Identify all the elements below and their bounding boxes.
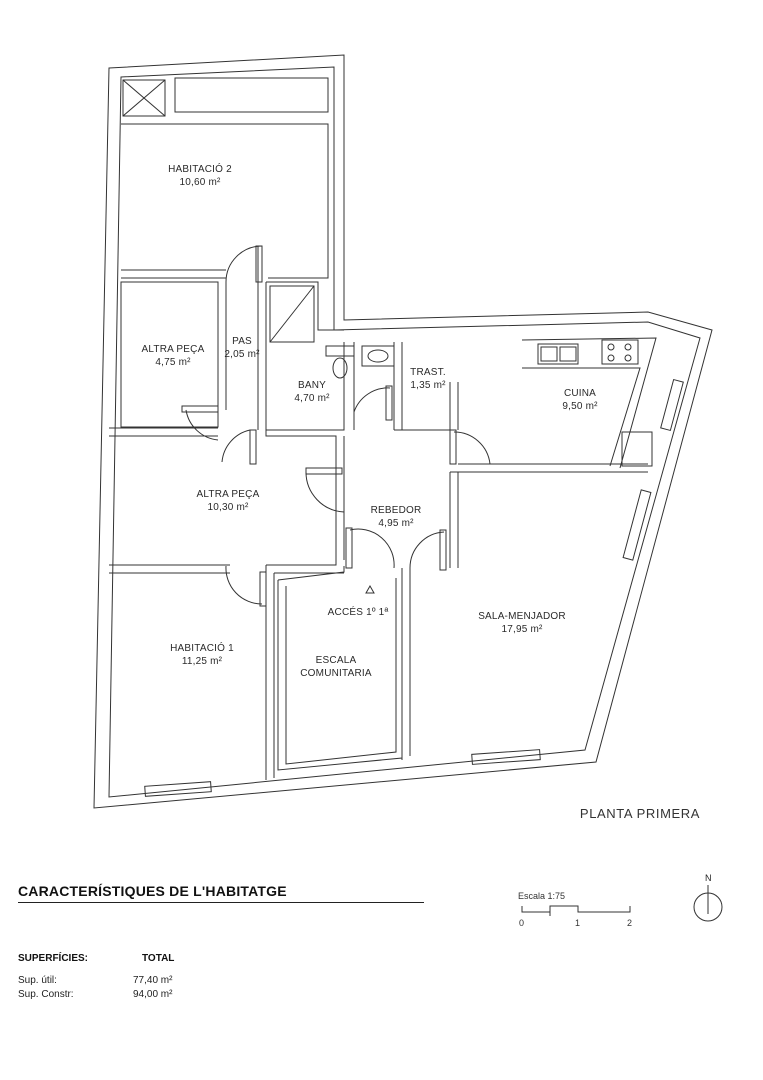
room-area: 4,75 m² [155,357,191,368]
door-rebedor-left [305,471,345,513]
room-label-altra-peca-large: ALTRA PEÇA 10,30 m² [178,488,278,514]
scale-tick-2: 2 [627,918,633,928]
door-hab1 [225,565,263,605]
room-area: 4,95 m² [378,518,414,529]
room-label-sala-menjador: SALA-MENJADOR 17,95 m² [462,610,582,636]
sup-constr-label: Sup. Constr: [18,989,74,1000]
north-arrow-icon [693,885,723,922]
room-name: ESCALA [315,655,357,666]
scale-label: Escala 1:75 [518,891,566,901]
room-name: BANY [297,380,327,391]
room-name: HABITACIÓ 2 [168,164,232,175]
kitchen-counter [521,337,657,469]
door-bany [353,387,391,413]
info-divider [18,902,424,903]
room-name: ALTRA PEÇA [196,489,260,500]
room-label-altra-peca-small: ALTRA PEÇA 4,75 m² [123,343,223,369]
scale-bar [521,905,631,916]
sup-util-label: Sup. útil: [18,975,57,986]
sup-util-value: 77,40 m² [133,975,173,986]
room-name: PAS [232,336,252,347]
cooktop [601,339,639,365]
room-area: 9,50 m² [562,401,598,412]
room-area: COMUNITARIA [300,668,372,679]
door-trast [453,431,491,465]
toilet [332,357,348,379]
scale-tick-1: 1 [575,918,581,928]
superficies-heading: SUPERFÍCIES: [18,953,89,964]
door-pas-top [225,245,263,283]
room-area: 11,25 m² [181,656,223,667]
room-label-trast: TRAST. 1,35 m² [400,366,456,392]
outer-wall-outer [93,54,713,809]
outer-wall-inner [108,66,701,798]
room-label-rebedor: REBEDOR 4,95 m² [356,504,436,530]
wall-hab2 [121,123,329,279]
room-name: TRAST. [410,367,446,378]
room-name: ACCÉS 1º 1ª [327,607,389,618]
room-label-habitacio-1: HABITACIÓ 1 11,25 m² [142,642,262,668]
window-bottom-1 [144,781,212,797]
room-altra-peca-small [120,281,219,428]
room-name: CUINA [563,388,597,399]
shower [269,285,315,343]
north-label: N [705,873,712,883]
room-area: 10,60 m² [179,177,221,188]
escala-box [277,566,345,581]
total-heading: TOTAL [142,953,175,964]
sup-constr-value: 94,00 m² [133,989,173,1000]
room-label-bany: BANY 4,70 m² [282,379,342,405]
info-title: CARACTERÍSTIQUES DE L'HABITATGE [18,883,287,899]
skylight-box [122,79,166,117]
room-name: REBEDOR [370,505,422,516]
room-name: ALTRA PEÇA [141,344,205,355]
window-bottom-2 [471,749,541,765]
top-window [174,77,329,113]
room-area: 17,95 m² [501,624,543,635]
room-name: HABITACIÓ 1 [170,643,234,654]
door-altra-small [185,409,219,441]
room-label-habitacio-2: HABITACIÓ 2 10,60 m² [140,163,260,189]
scale-tick-0: 0 [519,918,525,928]
room-area: 2,05 m² [224,349,260,360]
room-label-escala: ESCALA COMUNITARIA [290,654,382,680]
room-label-pas: PAS 2,05 m² [212,335,272,361]
room-area: 4,70 m² [294,393,330,404]
plan-title: PLANTA PRIMERA [579,806,701,821]
room-label-acces: ACCÉS 1º 1ª [316,606,400,619]
entry-marker-icon [365,584,375,594]
window-right-1 [660,378,684,432]
sink [361,345,395,367]
room-label-cuina: CUINA 9,50 m² [545,387,615,413]
door-acces [349,528,395,569]
window-right-2 [622,489,652,561]
door-altra-large [221,429,251,463]
room-name: SALA-MENJADOR [478,611,566,622]
door-sala [409,531,445,569]
room-area: 10,30 m² [207,502,249,513]
wall-bany [266,281,344,331]
room-area: 1,35 m² [410,380,446,391]
